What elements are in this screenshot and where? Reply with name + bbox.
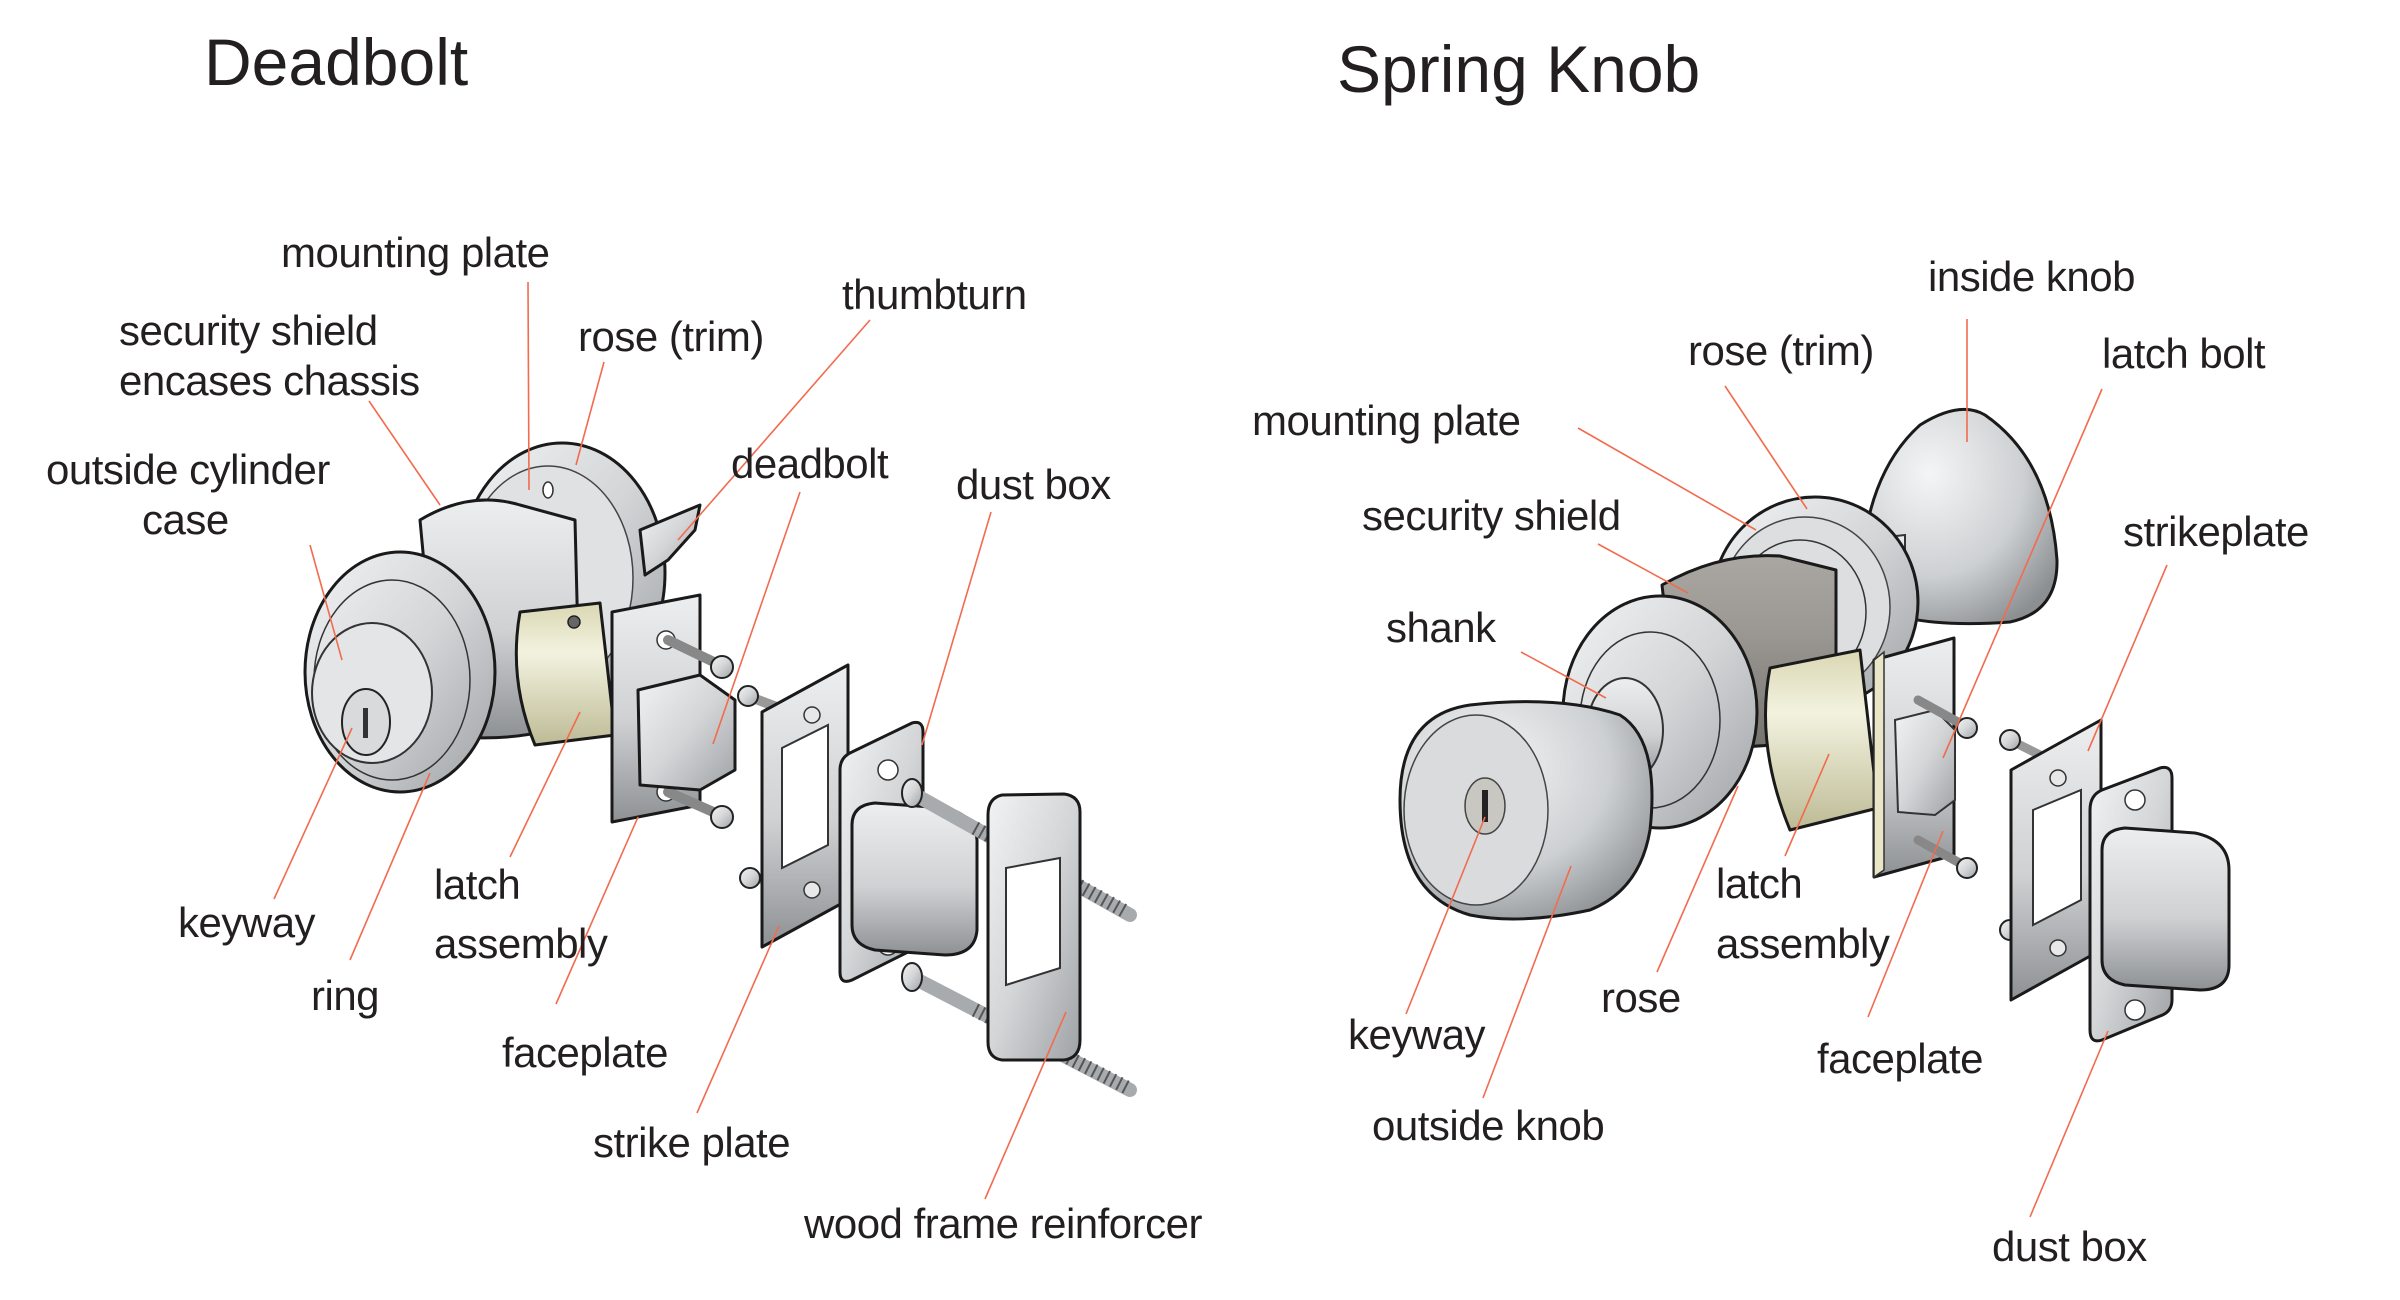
label-latch: latch: [434, 861, 520, 908]
leader-strike-plate: [696, 925, 780, 1114]
leader-wood-frame-reinforcer: [984, 1011, 1067, 1200]
screw-head: [1999, 729, 2021, 751]
leader-latch-bolt: [1942, 388, 2103, 759]
label-case: case: [142, 496, 229, 543]
label-latch: latch: [1716, 860, 1802, 907]
label-encases-chassis: encases chassis: [119, 357, 420, 404]
leader-faceplate: [1867, 830, 1944, 1018]
knob-latch-tube: [1764, 648, 1880, 832]
leader-dust-box: [2029, 1030, 2109, 1218]
leader-outside-cylinder-case: [309, 544, 343, 661]
leader-security-shield: [1597, 543, 1689, 594]
latch-tube-screw: [567, 615, 581, 629]
strike-hole-bottom: [803, 881, 821, 899]
faceplate-edge: [1873, 650, 1885, 879]
label-faceplate: faceplate: [1817, 1035, 1983, 1082]
leader-deadbolt: [712, 491, 801, 745]
faceplate-screw-bottom: [663, 787, 725, 820]
deadbolt-keyway-icon: [363, 708, 368, 738]
strikeplate-opening: [2032, 788, 2082, 927]
strike-hole-top: [803, 706, 821, 724]
deadbolt-labels: mounting plate security shield encases c…: [46, 229, 1203, 1247]
label-inside-knob: inside knob: [1928, 253, 2135, 300]
dust-box-hole-bottom: [2124, 999, 2146, 1021]
leader-keyway: [1405, 816, 1486, 1015]
label-security-shield: security shield: [119, 307, 378, 354]
label-rose-trim: rose (trim): [578, 313, 764, 360]
screw-head: [1956, 857, 1978, 879]
leader-faceplate: [555, 816, 639, 1005]
faceplate-screw-bottom: [1913, 835, 1970, 871]
label-dust-box: dust box: [956, 461, 1111, 508]
label-rose: rose: [1601, 974, 1681, 1021]
dust-box-hole-top: [2124, 789, 2146, 811]
spring-knob-illustration: [1398, 407, 2231, 1043]
leader-security-shield: [368, 400, 441, 506]
screw-head: [710, 655, 734, 679]
label-dust-box: dust box: [1992, 1223, 2147, 1270]
faceplate-screw-top: [663, 635, 725, 670]
knob-keyway-icon: [1482, 790, 1488, 822]
leader-rose: [1656, 785, 1739, 973]
knob-dust-box: [2100, 826, 2231, 992]
screw-head: [737, 685, 759, 707]
label-keyway: keyway: [1348, 1011, 1486, 1058]
spring-knob-labels: inside knob rose (trim) latch bolt mount…: [1252, 253, 2309, 1270]
label-outside-knob: outside knob: [1372, 1102, 1604, 1149]
spring-knob-title: Spring Knob: [1337, 32, 1700, 106]
leader-dust-box: [921, 511, 992, 746]
label-wood-frame-reinforcer: wood frame reinforcer: [803, 1200, 1203, 1247]
leader-mounting-plate: [527, 281, 530, 491]
screw-head: [901, 962, 923, 992]
deadbolt-dust-box: [850, 801, 979, 957]
mounting-plate-hole: [542, 481, 554, 499]
leader-ring: [349, 772, 431, 961]
thumbturn: [638, 503, 702, 577]
label-assembly: assembly: [434, 920, 608, 967]
leader-strikeplate: [2087, 564, 2168, 752]
strikeplate-hole-top: [2049, 769, 2067, 787]
label-keyway: keyway: [178, 899, 316, 946]
label-mounting-plate: mounting plate: [1252, 397, 1521, 444]
leader-mounting-plate: [1577, 427, 1757, 531]
label-thumbturn: thumbturn: [842, 271, 1027, 318]
screw-head: [1956, 717, 1978, 739]
deadbolt-latch-tube: [514, 601, 617, 747]
strikeplate-hole-bottom: [2049, 939, 2067, 957]
label-ring: ring: [311, 972, 379, 1019]
screw-head: [901, 778, 923, 808]
label-assembly: assembly: [1716, 920, 1890, 967]
deadbolt-leader-lines: [273, 281, 1067, 1200]
leader-rose-trim: [575, 361, 605, 466]
label-shank: shank: [1386, 604, 1497, 651]
screw-head: [710, 805, 734, 829]
reinforcer-opening: [1005, 856, 1061, 987]
label-rose-trim: rose (trim): [1688, 327, 1874, 374]
leader-thumbturn: [677, 319, 871, 541]
leader-latch-assembly: [509, 711, 581, 858]
deadbolt-bolt: [636, 673, 737, 792]
dust-box-hole-top: [877, 759, 899, 781]
faceplate-screw-top: [1913, 695, 1970, 731]
label-strikeplate: strikeplate: [2123, 508, 2309, 555]
leader-shank: [1520, 651, 1607, 699]
spring-knob-leader-lines: [1405, 319, 2168, 1218]
label-deadbolt: deadbolt: [731, 440, 889, 487]
deadbolt-title: Deadbolt: [204, 25, 468, 99]
leader-keyway: [273, 727, 353, 900]
leader-rose-trim: [1724, 385, 1808, 510]
knob-latch-bolt: [1893, 708, 1956, 817]
strike-plate-opening: [781, 723, 829, 870]
leader-outside-knob: [1482, 865, 1572, 1099]
label-security-shield: security shield: [1362, 492, 1621, 539]
leader-latch-assembly: [1784, 753, 1830, 857]
label-latch-bolt: latch bolt: [2102, 330, 2266, 377]
deadbolt-illustration: [303, 441, 1137, 1097]
label-outside-cylinder: outside cylinder: [46, 446, 330, 493]
label-faceplate: faceplate: [502, 1029, 668, 1076]
label-strike-plate: strike plate: [593, 1119, 790, 1166]
screw-head: [739, 867, 761, 889]
label-mounting-plate: mounting plate: [281, 229, 550, 276]
